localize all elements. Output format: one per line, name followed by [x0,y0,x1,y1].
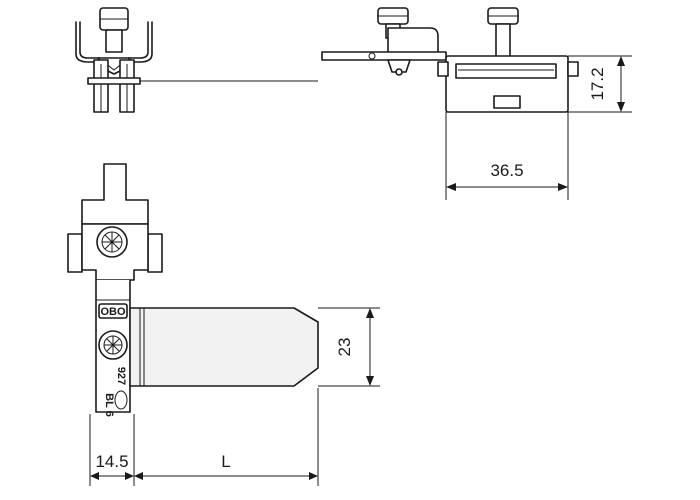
brand-logo: OBO [100,306,126,318]
dimension-width: 36.5 [446,161,568,191]
clip-left [67,233,83,273]
top-tab [81,163,149,225]
dimension-height: 17.2 [588,56,625,112]
dimension-base-width: 14.5 [90,452,134,480]
side-view-clamp [321,7,632,200]
dimension-width-label: 36.5 [490,161,523,180]
dimension-side-height: 23 [335,308,374,386]
dimension-side-height-label: 23 [335,338,354,357]
terminal-block [387,27,439,59]
dimension-base-width-label: 14.5 [95,452,128,471]
top-view-clamp: OBO 927 BL 6 [67,163,319,417]
dimension-height-label: 17.2 [588,67,607,100]
clamp-wing-right [127,21,149,59]
screw-shaft [105,29,123,53]
clamp-wing-left [79,21,101,59]
mounting-plate [321,51,447,61]
dimension-length: L [134,452,318,480]
dimension-length-label: L [221,452,230,471]
part-marking-type: BL 6 [103,393,115,417]
front-view-clamp [75,7,318,113]
part-marking-number: 927 [115,367,127,385]
flat-strip [129,307,319,387]
clip-right [147,233,163,273]
